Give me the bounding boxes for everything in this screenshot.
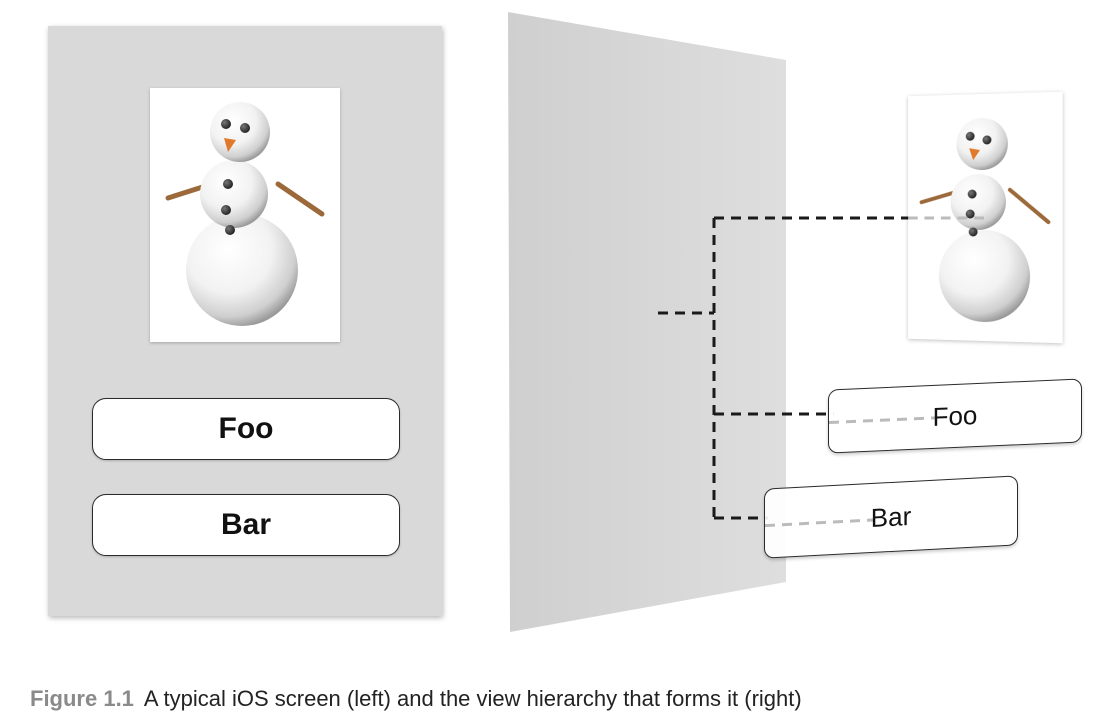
floating-foo-button: Foo: [828, 378, 1082, 454]
floating-foo-label: Foo: [932, 399, 978, 432]
figure-number: Figure 1.1: [30, 686, 134, 711]
bar-connector-ghost: [765, 518, 873, 528]
foo-button[interactable]: Foo: [92, 398, 400, 460]
floating-snowman-illustration: [908, 117, 1063, 324]
hierarchy-connectors: [658, 216, 918, 520]
floating-bar-label: Bar: [870, 500, 912, 533]
snowman-image-view: [150, 88, 340, 342]
figure-caption: Figure 1.1 A typical iOS screen (left) an…: [30, 686, 802, 712]
snowman-illustration: [165, 102, 325, 326]
foo-connector-ghost: [829, 416, 935, 425]
floating-image-view: [908, 91, 1063, 344]
floating-bar-button: Bar: [764, 475, 1018, 559]
figure-stage: Foo Bar: [48, 12, 1082, 632]
bar-button[interactable]: Bar: [92, 494, 400, 556]
view-hierarchy-diagram: [508, 12, 918, 632]
root-view-plane: [508, 12, 786, 632]
caption-text: A typical iOS screen (left) and the view…: [143, 686, 802, 711]
ios-screen-view: Foo Bar: [48, 26, 442, 616]
